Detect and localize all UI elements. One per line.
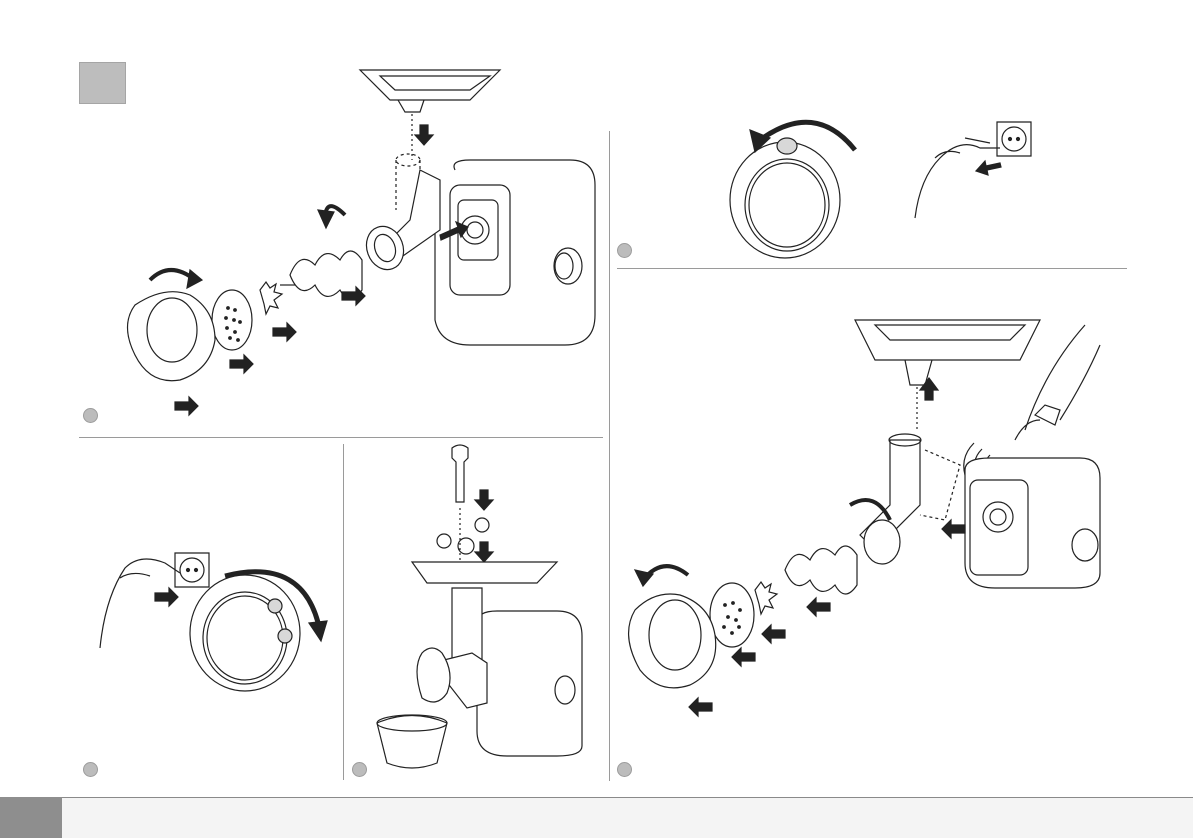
push-arrow-icon — [689, 698, 712, 716]
feeding-illustration — [372, 438, 592, 768]
push-arrow-icon — [230, 355, 253, 373]
footer-page-tab — [0, 797, 62, 838]
step-marker-4 — [352, 762, 367, 777]
push-arrow-icon — [415, 125, 433, 145]
bowl — [377, 716, 447, 769]
motor-body — [435, 160, 595, 345]
perforated-plate — [212, 290, 252, 350]
pusher — [452, 445, 468, 502]
knife — [260, 282, 282, 314]
ring-nut — [417, 648, 450, 702]
assembly-illustration — [90, 60, 610, 420]
divider-vertical-bottom — [343, 444, 344, 780]
push-arrow-icon — [273, 323, 296, 341]
divider-top-right — [617, 268, 1127, 269]
push-arrow-icon — [942, 520, 965, 538]
push-arrow-icon — [732, 648, 755, 666]
disassembly-illustration — [620, 305, 1120, 715]
motor-body — [965, 458, 1100, 588]
push-arrow-icon — [175, 397, 198, 415]
step-marker-5 — [617, 762, 632, 777]
ring-nut — [128, 292, 216, 381]
auger — [785, 546, 857, 594]
step-marker-3 — [83, 762, 98, 777]
knife — [755, 582, 777, 614]
hand-icon — [100, 559, 180, 648]
ring-nut — [629, 594, 716, 688]
push-arrow-icon — [762, 625, 785, 643]
unplug-illustration — [905, 118, 1035, 228]
hand-icon — [915, 138, 1000, 218]
push-arrow-icon — [807, 598, 830, 616]
step-marker-2 — [617, 243, 632, 258]
push-arrow-icon — [475, 490, 493, 510]
push-arrow-icon — [475, 542, 493, 562]
footer-divider — [0, 797, 1193, 798]
lock-ring-illustration — [725, 110, 865, 240]
tray — [412, 562, 557, 583]
perforated-plate — [710, 583, 754, 647]
push-arrow-icon — [920, 378, 938, 400]
footer-bar — [0, 797, 1193, 838]
push-arrow-icon — [155, 588, 178, 606]
plug-in-illustration — [95, 548, 335, 698]
motor-body — [477, 611, 582, 756]
push-arrow-icon — [976, 161, 1001, 175]
tray — [360, 70, 500, 100]
